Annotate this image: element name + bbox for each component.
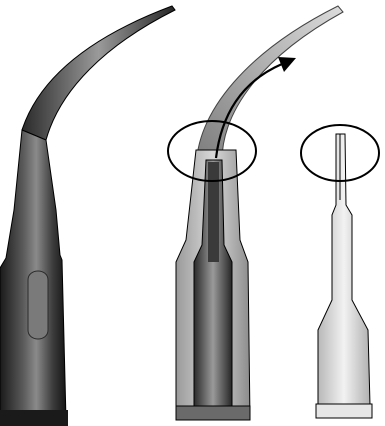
outline-tip-base — [316, 404, 372, 418]
outline-tip-body — [318, 134, 370, 405]
solid-tip-wrench-flat — [28, 271, 48, 339]
solid-tip-blade — [22, 6, 175, 140]
cutaway-tip-water-lumen — [208, 162, 219, 262]
solid-tip-base — [0, 410, 68, 426]
solid-instrument-tip — [0, 6, 175, 426]
outline-instrument-tip — [301, 125, 379, 418]
cutaway-tip-base — [176, 406, 250, 420]
cutaway-instrument-tip — [168, 6, 343, 420]
